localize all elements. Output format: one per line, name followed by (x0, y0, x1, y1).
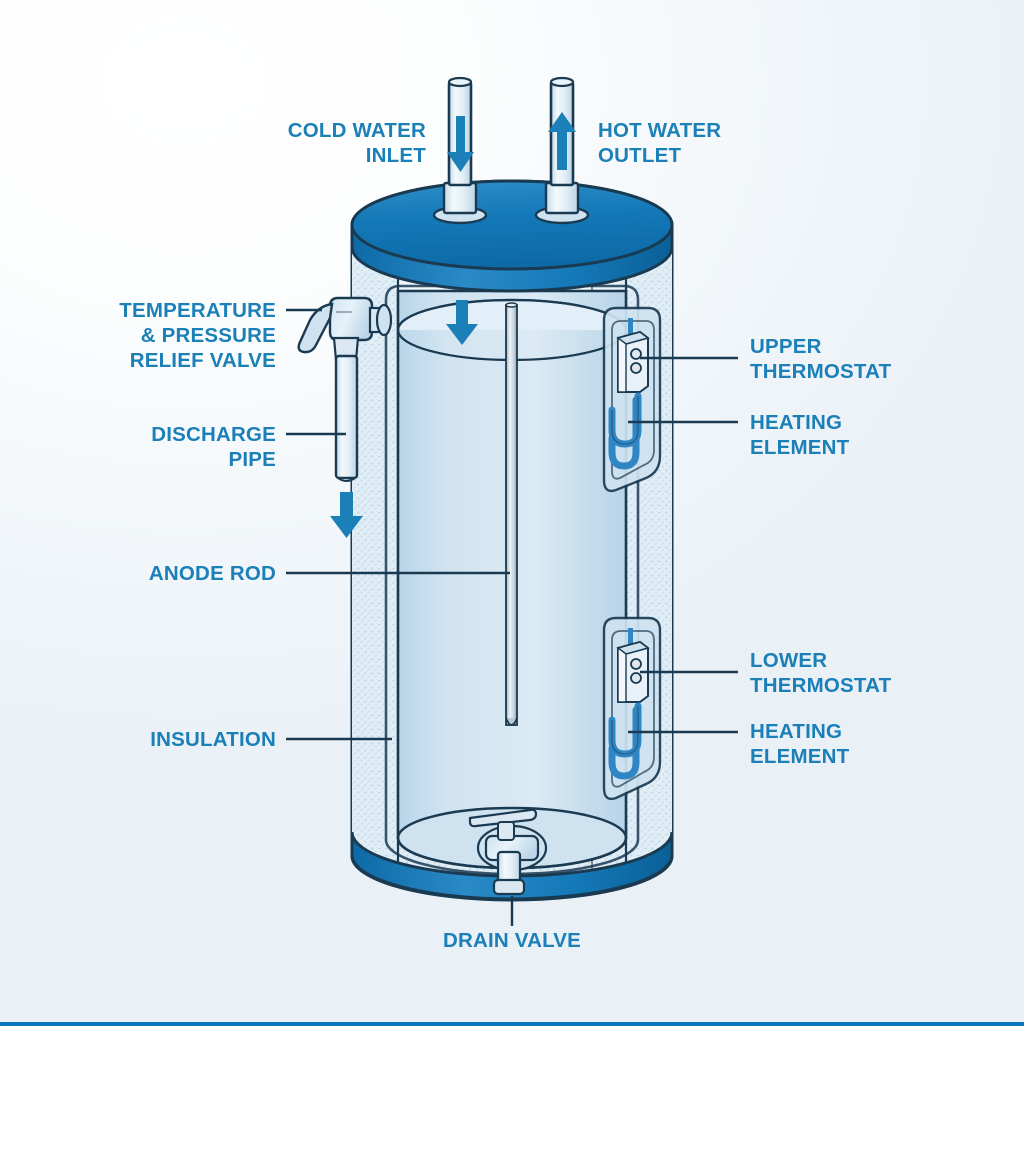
cutaway-window-outer-frame (384, 284, 640, 876)
upper-access-panel (602, 306, 662, 493)
leader-lines (286, 308, 738, 926)
outlet-collar (544, 181, 580, 215)
anode-rod-tip (505, 717, 518, 726)
water-heater-illustration (286, 76, 738, 926)
label-discharge-pipe: DISCHARGE PIPE (151, 423, 276, 471)
label-drain-valve: DRAIN VALVE (442, 929, 582, 952)
discharge-pipe (330, 354, 363, 538)
hot-water-outlet-pipe (534, 76, 590, 225)
inlet-pipe-top (447, 76, 473, 88)
label-insulation: INSULATION (150, 728, 276, 751)
upper-wire (628, 318, 633, 344)
tank-lid-top (350, 179, 674, 271)
outlet-pipe-top (549, 76, 575, 88)
cold-water-down-arrow (447, 116, 474, 172)
label-tp-relief-valve: TEMPERATURE & PRESSURE RELIEF VALVE (119, 299, 276, 372)
drain-handle (468, 808, 538, 828)
label-cold-water-inlet: COLD WATER INLET (287, 119, 426, 167)
upper-panel-inner (611, 320, 655, 480)
label-upper-heating-element: HEATING ELEMENT (750, 411, 850, 459)
footer-divider (0, 1022, 1024, 1026)
discharge-down-arrow (330, 492, 363, 538)
lower-thermostat (616, 640, 650, 703)
cold-water-inlet-pipe (432, 76, 488, 225)
hot-water-up-arrow (548, 112, 576, 170)
lower-wire (628, 628, 633, 654)
upper-thermostat (616, 330, 650, 393)
drain-outlet-cap (492, 878, 526, 896)
drain-valve (468, 808, 548, 896)
valve-lever-handle (297, 302, 334, 354)
label-lower-heating-element: HEATING ELEMENT (750, 720, 850, 768)
cold-dip-tube-arrow (446, 300, 478, 345)
valve-body (328, 296, 374, 342)
inlet-collar (442, 181, 478, 215)
diagram-stage: COLD WATER INLET HOT WATER OUTLET TEMPER… (0, 0, 1024, 1024)
lower-panel-inner (611, 630, 655, 788)
tp-relief-valve (297, 296, 393, 362)
valve-flange (375, 303, 393, 337)
label-upper-thermostat: UPPER THERMOSTAT (750, 335, 892, 383)
drain-stem (497, 821, 515, 841)
label-anode-rod: ANODE ROD (148, 562, 276, 585)
label-lower-thermostat: LOWER THERMOSTAT (750, 649, 892, 697)
label-hot-water-outlet: HOT WATER OUTLET (598, 119, 722, 167)
anode-rod (505, 302, 518, 726)
lower-access-panel (602, 616, 662, 801)
footer: Professional Plumbing IE Inc. profession… (0, 1026, 1024, 1154)
